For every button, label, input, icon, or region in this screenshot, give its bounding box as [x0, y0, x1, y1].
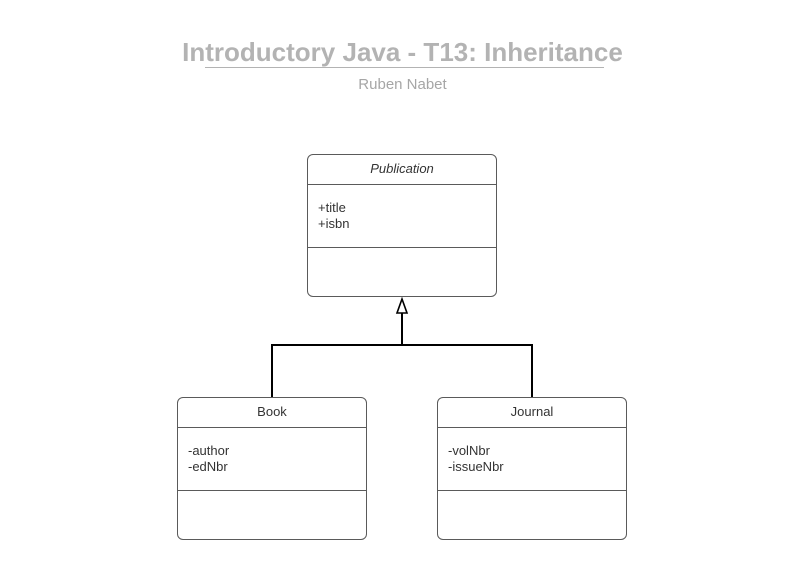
diagram-author: Ruben Nabet [358, 76, 447, 93]
class-name: Book [178, 398, 366, 428]
class-name: Publication [308, 155, 496, 185]
attribute: +title [318, 200, 346, 215]
attribute: -author [188, 443, 230, 458]
class-book[interactable]: Book -author -edNbr [177, 397, 367, 540]
attribute: +isbn [318, 216, 350, 231]
title-underline [205, 67, 604, 68]
attributes-compartment: -volNbr -issueNbr [438, 428, 626, 491]
generalization-line-book [271, 344, 402, 397]
attributes-compartment: -author -edNbr [178, 428, 366, 491]
attribute: -volNbr [448, 443, 490, 458]
operations-compartment [438, 491, 626, 538]
generalization-line-journal [402, 344, 533, 397]
diagram-title: Introductory Java - T13: Inheritance [182, 37, 623, 67]
operations-compartment [308, 248, 496, 295]
class-journal[interactable]: Journal -volNbr -issueNbr [437, 397, 627, 540]
attribute: -edNbr [188, 459, 228, 474]
attributes-compartment: +title +isbn [308, 185, 496, 248]
class-publication[interactable]: Publication +title +isbn [307, 154, 497, 297]
generalization-arrowhead [395, 296, 409, 314]
attribute: -issueNbr [448, 459, 504, 474]
operations-compartment [178, 491, 366, 538]
class-name: Journal [438, 398, 626, 428]
